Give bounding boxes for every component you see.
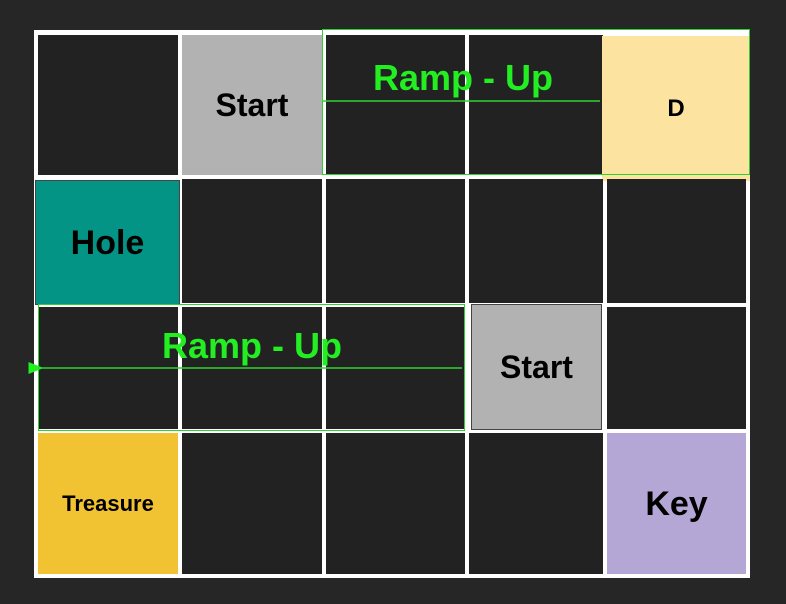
cell-empty-r3c1[interactable] xyxy=(182,433,322,574)
cell-empty-r2c1[interactable] xyxy=(182,307,322,429)
cell-label: Key xyxy=(645,484,708,523)
cell-empty-r1c2[interactable] xyxy=(326,179,465,303)
cell-empty-r3c2[interactable] xyxy=(326,433,465,574)
cell-label: Start xyxy=(215,87,289,123)
cell-label: Treasure xyxy=(62,490,154,516)
cell-key-r3c4[interactable]: Key xyxy=(607,433,746,574)
cell-start-r2c3[interactable]: Start xyxy=(471,304,602,430)
cell-hole-r1c0[interactable]: Hole xyxy=(35,180,180,305)
cell-empty-r0c3[interactable] xyxy=(469,35,603,175)
cell-start-r0c1[interactable]: Start xyxy=(182,35,322,175)
cell-empty-r1c3[interactable] xyxy=(469,179,603,303)
cell-empty-r1c1[interactable] xyxy=(182,179,322,303)
cell-treasure-r3c0[interactable]: Treasure xyxy=(38,433,178,574)
cell-empty-r3c3[interactable] xyxy=(469,433,603,574)
cell-d-r0c4[interactable]: D xyxy=(602,36,750,181)
cell-empty-r0c0[interactable] xyxy=(38,35,178,175)
cell-empty-r2c2[interactable] xyxy=(326,307,465,429)
cell-empty-r2c0[interactable] xyxy=(38,307,178,429)
cell-label: Hole xyxy=(70,223,145,262)
cell-empty-r2c4[interactable] xyxy=(607,307,746,429)
cell-label: Start xyxy=(500,349,573,385)
cell-empty-r0c2[interactable] xyxy=(326,35,465,175)
cell-label: D xyxy=(667,94,685,122)
cell-empty-r1c4[interactable] xyxy=(607,179,746,303)
